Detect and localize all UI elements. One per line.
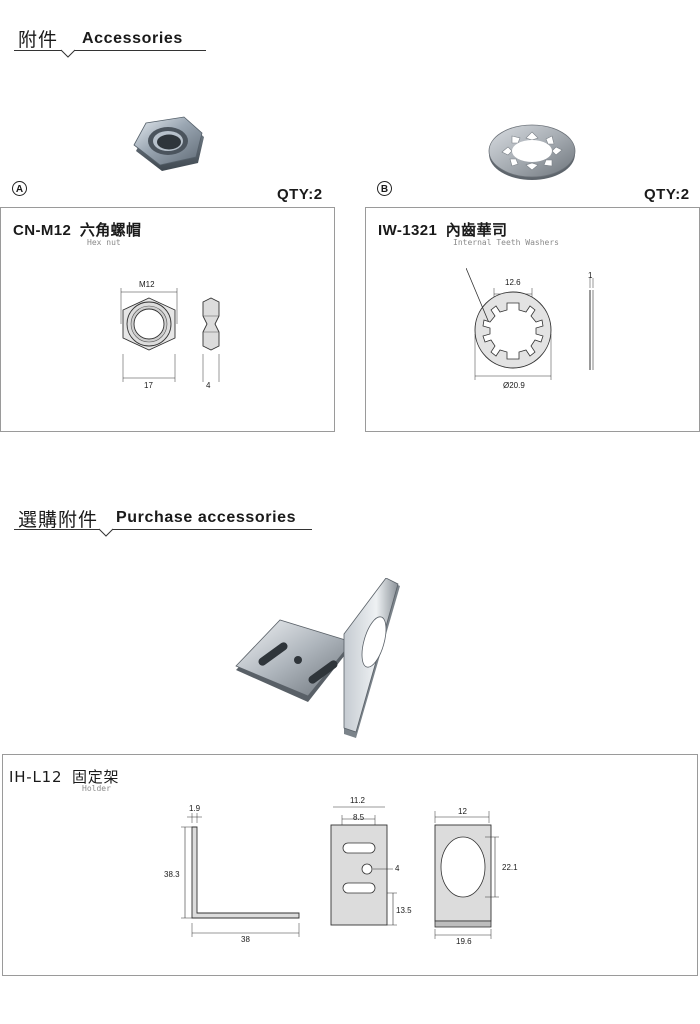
model-name-en: Hex nut [87, 238, 121, 247]
product-model: IW-1321 內齒華司 [378, 219, 507, 240]
dim-slot-outer: 11.2 [350, 796, 365, 805]
hex-nut-card: CN-M12 六角螺帽 Hex nut M12 17 4 [0, 207, 335, 432]
model-name-cn: 六角螺帽 [79, 221, 142, 239]
model-name-en: Internal Teeth Washers [453, 238, 559, 247]
section-title-cn: 選購附件 [18, 509, 99, 531]
section-title-en: Purchase accessories [116, 509, 297, 526]
section-underline [14, 50, 206, 51]
dim-thread: M12 [139, 280, 155, 289]
model-name-cn: 內齒華司 [445, 221, 508, 239]
model-name-en: Holder [82, 784, 111, 793]
dim-thickness: 4 [206, 381, 211, 390]
dim-side-length: 38 [241, 935, 250, 944]
marker-b: B [377, 181, 392, 196]
dim-hole: 4 [395, 864, 400, 873]
holder-base-drawing [330, 806, 397, 926]
dim-bottom: 13.5 [396, 906, 412, 915]
underline-notch [60, 49, 76, 58]
section-title-en: Accessories [82, 30, 183, 47]
dim-thickness: 1 [588, 271, 593, 280]
underline-notch [98, 528, 114, 537]
holder-card: IH-L12 固定架 Holder 1.9 38.3 38 11.2 8.5 4… [2, 754, 698, 976]
product-model: CN-M12 六角螺帽 [13, 219, 141, 240]
holder-photo [235, 578, 400, 738]
product-model: IH-L12 固定架 [9, 766, 119, 787]
holder-end-drawing [434, 811, 499, 939]
dim-oval-height: 22.1 [502, 863, 518, 872]
qty-a: QTY:2 [277, 186, 323, 203]
dim-end-total: 19.6 [456, 937, 472, 946]
qty-b: QTY:2 [644, 186, 690, 203]
dim-width: 17 [144, 381, 153, 390]
washer-drawing [466, 268, 594, 380]
marker-a: A [12, 181, 27, 196]
dim-outer: Ø20.9 [503, 381, 525, 390]
model-name-cn: 固定架 [71, 768, 120, 786]
dim-inner: 12.6 [505, 278, 521, 287]
model-code: IH-L12 [9, 768, 63, 786]
dim-end-width: 12 [458, 807, 467, 816]
section-underline [14, 529, 312, 530]
section-title-cn: 附件 [18, 29, 59, 51]
hex-nut-photo [133, 116, 204, 171]
dim-side-height: 38.3 [164, 870, 180, 879]
washer-photo [488, 124, 576, 180]
hex-nut-drawing [120, 288, 220, 382]
holder-side-drawing [181, 813, 300, 937]
model-code: IW-1321 [378, 222, 438, 239]
dim-side-thickness: 1.9 [189, 804, 201, 813]
washer-card: IW-1321 內齒華司 Internal Teeth Washers 12.6… [365, 207, 700, 432]
dim-slot-inner: 8.5 [353, 813, 365, 822]
model-code: CN-M12 [13, 222, 72, 239]
